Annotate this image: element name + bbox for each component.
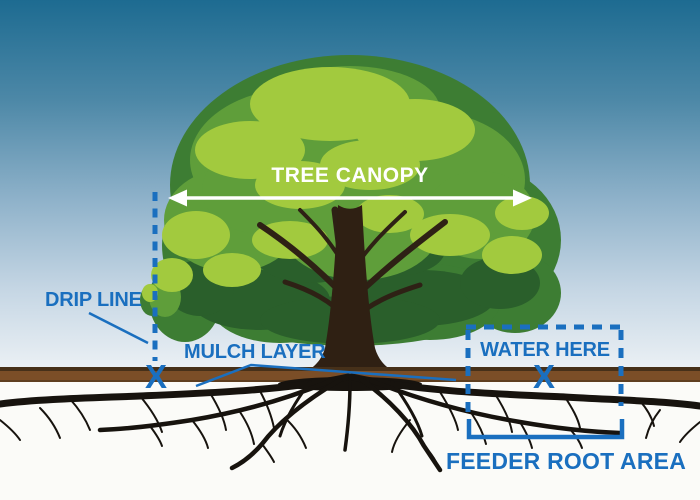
feeder-root-bracket: [466, 419, 625, 440]
water-here-x-marker: X: [533, 358, 555, 395]
water-here-label: WATER HERE: [480, 339, 610, 361]
annotations: X X: [88, 192, 625, 440]
mulch-layer-label: MULCH LAYER: [184, 341, 326, 363]
mulch-layer-pointer: [195, 363, 457, 388]
drip-line-x-marker: X: [145, 358, 167, 395]
tree-canopy-label: TREE CANOPY: [271, 164, 429, 187]
root-system: [0, 373, 700, 473]
tree-trunk: [268, 205, 432, 381]
drip-line-pointer: [88, 311, 149, 345]
feeder-root-area-label: FEEDER ROOT AREA: [446, 448, 687, 474]
canopy-width-arrow: [168, 189, 532, 207]
water-here-dashed-box: [465, 324, 624, 417]
drip-line-label: DRIP LINE: [45, 289, 142, 311]
